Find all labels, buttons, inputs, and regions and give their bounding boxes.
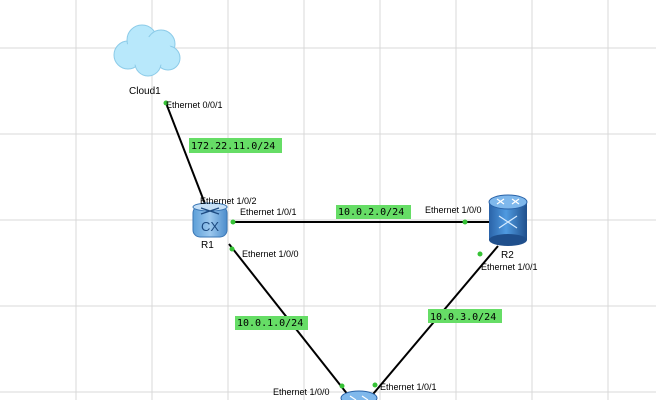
r2-label: R2 [501, 250, 514, 261]
r3-device[interactable] [340, 390, 378, 400]
subnet-label-r1-r2: 10.0.2.0/24 [336, 205, 411, 219]
subnet-label-r2-r3: 10.0.3.0/24 [428, 309, 502, 323]
svg-text:10.0.2.0/24: 10.0.2.0/24 [338, 207, 404, 218]
port-dot-r1-p101 [230, 219, 236, 225]
port-label-r1-p100: Ethernet 1/0/0 [242, 249, 299, 259]
link-cloud1-r1[interactable] [165, 102, 208, 210]
port-dot-r2-p101 [477, 251, 483, 257]
port-label-r2-p101: Ethernet 1/0/1 [481, 262, 538, 272]
port-label-r3-p101: Ethernet 1/0/1 [380, 382, 437, 392]
router-icon [340, 390, 378, 400]
subnet-label-r1-r3: 10.0.1.0/24 [235, 316, 308, 330]
port-dot-r2-p100 [462, 219, 468, 225]
port-label-r1-p101: Ethernet 1/0/1 [240, 207, 297, 217]
port-label-cloud1: Ethernet 0/0/1 [166, 100, 223, 110]
port-label-r1-p102: Ethernet 1/0/2 [200, 196, 257, 206]
cloud-icon [113, 24, 181, 77]
port-label-r3-p100: Ethernet 1/0/0 [273, 387, 330, 397]
port-dot-r3-p101 [372, 382, 378, 388]
cloud1-device[interactable]: Cloud1 [113, 24, 181, 97]
svg-text:172.22.11.0/24: 172.22.11.0/24 [191, 141, 275, 152]
port-dot-cloud1 [163, 100, 169, 106]
subnet-label-cloud-r1: 172.22.11.0/24 [189, 138, 282, 153]
r2-device[interactable]: R2 [488, 194, 528, 261]
svg-text:10.0.1.0/24: 10.0.1.0/24 [237, 318, 303, 329]
cloud1-label: Cloud1 [129, 86, 161, 97]
port-dot-r1-p100 [229, 246, 235, 252]
router-icon [488, 194, 528, 246]
switch-icon: CX [192, 202, 228, 238]
port-dot-r3-p100 [339, 383, 345, 389]
svg-text:10.0.3.0/24: 10.0.3.0/24 [430, 312, 496, 323]
r1-icon-text: CX [201, 219, 219, 234]
r1-device[interactable]: CX R1 [192, 202, 228, 251]
port-label-r2-p100: Ethernet 1/0/0 [425, 205, 482, 215]
r1-label: R1 [201, 240, 214, 251]
